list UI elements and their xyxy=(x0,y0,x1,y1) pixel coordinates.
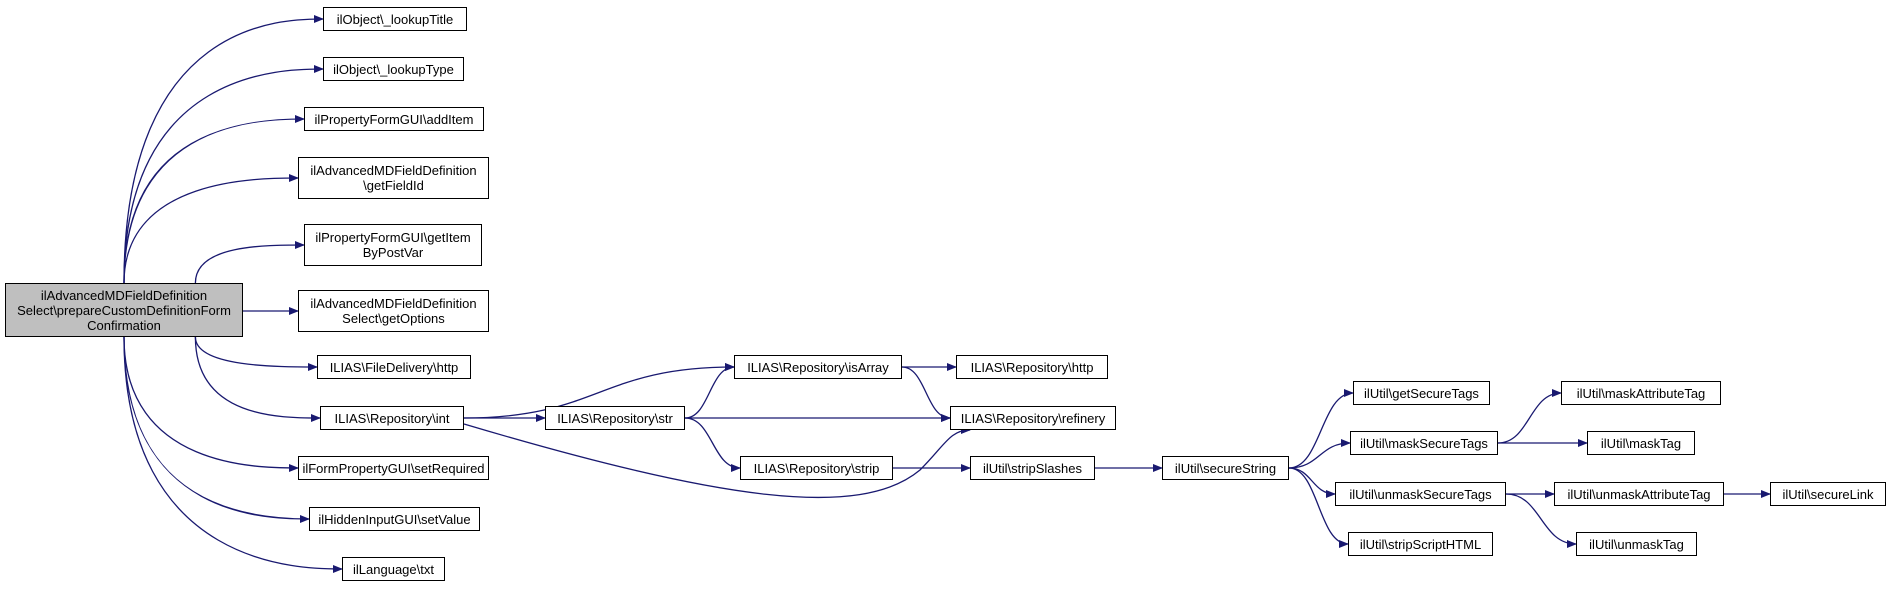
node-repository-str[interactable]: ILIAS\Repository\str xyxy=(545,406,685,430)
node-lookup-type[interactable]: ilObject\_lookupType xyxy=(323,57,464,81)
edge-root-to-setRequired xyxy=(123,336,299,472)
node-repository-strip[interactable]: ILIAS\Repository\strip xyxy=(740,456,893,480)
node-get-item-by-post-var[interactable]: ilPropertyFormGUI\getItem ByPostVar xyxy=(304,224,482,266)
edge-root-to-fdHttp xyxy=(194,336,318,371)
node-strip-script-html[interactable]: ilUtil\stripScriptHTML xyxy=(1348,532,1493,556)
node-filedelivery-http[interactable]: ILIAS\FileDelivery\http xyxy=(317,355,471,379)
node-unmask-secure-tags[interactable]: ilUtil\unmaskSecureTags xyxy=(1335,482,1506,506)
edge-root-to-lookupType xyxy=(123,65,324,284)
node-mask-attribute-tag[interactable]: ilUtil\maskAttributeTag xyxy=(1561,381,1721,405)
edge-secureString-to-getSecureTags xyxy=(1288,389,1354,469)
edge-repoInt-to-refinery xyxy=(463,423,971,499)
node-repository-int[interactable]: ILIAS\Repository\int xyxy=(320,406,464,430)
edge-secureString-to-maskSecureTags xyxy=(1288,439,1351,469)
node-language-txt[interactable]: ilLanguage\txt xyxy=(342,557,445,581)
node-add-item[interactable]: ilPropertyFormGUI\addItem xyxy=(304,107,484,131)
edge-root-to-setValue xyxy=(123,336,310,523)
node-set-required[interactable]: ilFormPropertyGUI\setRequired xyxy=(298,456,489,480)
node-lookup-title[interactable]: ilObject\_lookupTitle xyxy=(323,7,467,31)
node-repository-is-array[interactable]: ILIAS\Repository\isArray xyxy=(734,355,902,379)
edge-secureString-to-stripScriptHTML xyxy=(1288,467,1349,548)
node-get-secure-tags[interactable]: ilUtil\getSecureTags xyxy=(1353,381,1490,405)
edge-root-to-repoInt xyxy=(194,336,321,422)
edge-root-to-addItem xyxy=(123,115,305,284)
node-mask-secure-tags[interactable]: ilUtil\maskSecureTags xyxy=(1350,431,1498,455)
node-repository-http[interactable]: ILIAS\Repository\http xyxy=(956,355,1108,379)
edge-root-to-lookupTitle xyxy=(123,15,324,284)
edge-repoInt-to-isArray xyxy=(463,363,735,419)
node-strip-slashes[interactable]: ilUtil\stripSlashes xyxy=(970,456,1095,480)
node-secure-link[interactable]: ilUtil\secureLink xyxy=(1770,482,1886,506)
node-unmask-tag[interactable]: ilUtil\unmaskTag xyxy=(1576,532,1697,556)
node-mask-tag[interactable]: ilUtil\maskTag xyxy=(1587,431,1695,455)
edge-isArray-to-refinery xyxy=(901,366,951,422)
node-repository-refinery[interactable]: ILIAS\Repository\refinery xyxy=(950,406,1116,430)
node-secure-string[interactable]: ilUtil\secureString xyxy=(1162,456,1289,480)
edge-root-to-getItemByPostVar xyxy=(194,241,305,284)
node-unmask-attribute-tag[interactable]: ilUtil\unmaskAttributeTag xyxy=(1554,482,1724,506)
edge-repoStr-to-repoStrip xyxy=(684,417,741,472)
node-get-options[interactable]: ilAdvancedMDFieldDefinition Select\getOp… xyxy=(298,290,489,332)
edge-repoStr-to-isArray xyxy=(684,363,735,419)
edge-maskSecureTags-to-maskAttributeTag xyxy=(1497,389,1562,444)
node-get-field-id[interactable]: ilAdvancedMDFieldDefinition \getFieldId xyxy=(298,157,489,199)
edge-root-to-txt xyxy=(123,336,343,573)
node-root: ilAdvancedMDFieldDefinition Select\prepa… xyxy=(5,283,243,337)
edge-unmaskSecureTags-to-unmaskTag xyxy=(1505,493,1577,548)
edge-root-to-getFieldId xyxy=(123,174,299,284)
node-set-value[interactable]: ilHiddenInputGUI\setValue xyxy=(309,507,480,531)
